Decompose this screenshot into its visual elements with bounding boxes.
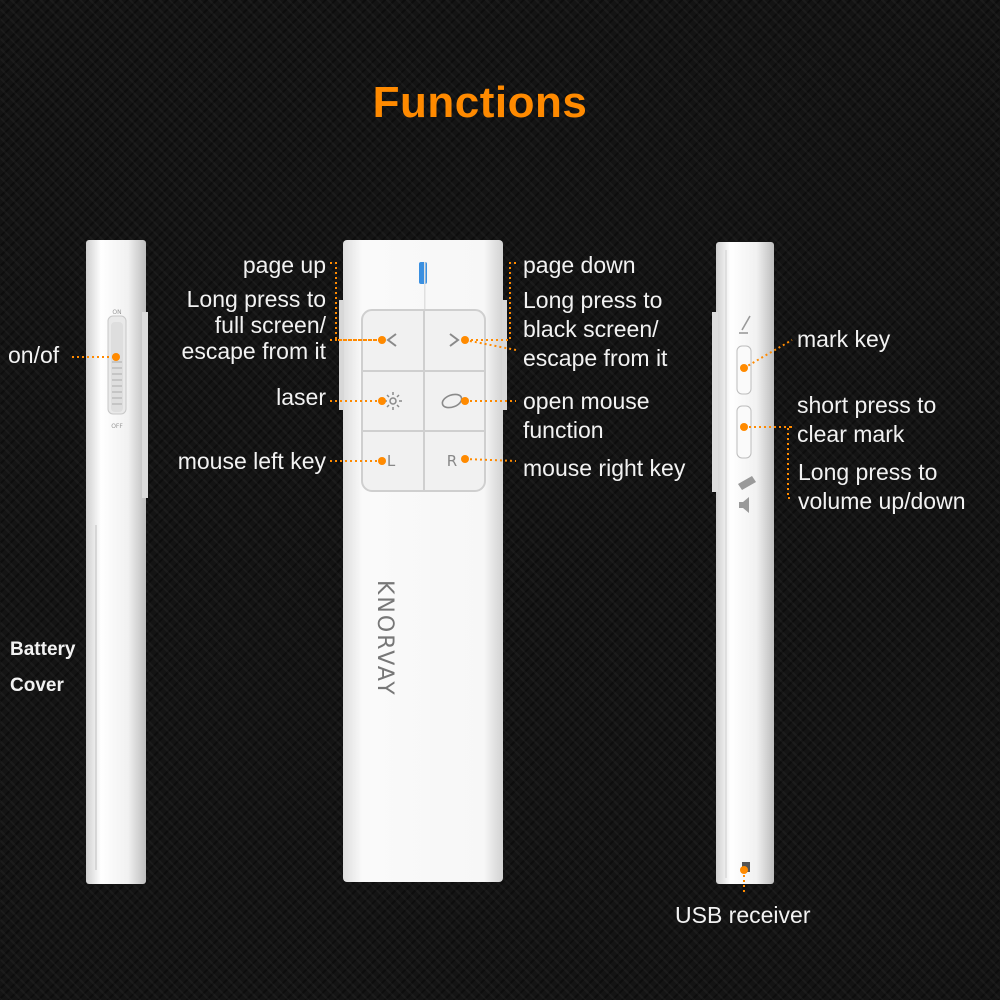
- label-battery-cover: Battery Cover: [10, 639, 76, 696]
- mouse-left-key-label: L: [387, 452, 396, 470]
- device-left-side: ON OFF: [86, 240, 148, 884]
- label-page-up: page up: [242, 252, 326, 278]
- page-up-button[interactable]: [386, 333, 397, 347]
- chevron-right-icon: [449, 333, 460, 347]
- label-page-down: page down: [523, 252, 636, 278]
- label-open-mouse: open mouse function: [523, 388, 650, 443]
- leader-lines: [72, 262, 793, 892]
- callout-dots: [112, 336, 748, 874]
- switch-off-label: OFF: [111, 423, 123, 430]
- label-clear-mark: short press to clear mark: [797, 392, 937, 447]
- pencil-icon: [739, 315, 751, 334]
- eraser-icon: [738, 476, 756, 490]
- brand-logo: KNORVAY: [372, 580, 397, 697]
- power-switch[interactable]: [111, 322, 123, 412]
- mouse-right-key-label: R: [447, 452, 457, 470]
- clear-volume-button[interactable]: [736, 405, 752, 459]
- page-title: Functions: [372, 78, 588, 127]
- label-full-screen: Long press to full screen/ escape from i…: [181, 286, 326, 364]
- label-on-off: on/of: [8, 342, 60, 368]
- label-black-screen: Long press to black screen/ escape from …: [523, 287, 668, 371]
- device-right-side: [712, 242, 774, 884]
- mouse-mode-button[interactable]: [441, 392, 464, 410]
- label-usb-receiver: USB receiver: [675, 902, 811, 928]
- switch-on-label: ON: [112, 309, 121, 316]
- mouse-right-button[interactable]: R: [447, 452, 457, 470]
- device-front: L R: [339, 240, 507, 882]
- status-led: [419, 262, 427, 284]
- mouse-icon: [441, 393, 463, 409]
- mouse-left-button[interactable]: L: [387, 452, 396, 470]
- label-mouse-left-key: mouse left key: [177, 448, 326, 474]
- volume-icon: [739, 497, 749, 513]
- label-laser: laser: [276, 384, 326, 410]
- label-volume: Long press to volume up/down: [798, 459, 966, 514]
- label-mark-key: mark key: [797, 326, 891, 352]
- label-mouse-right-key: mouse right key: [523, 455, 686, 481]
- page-down-button[interactable]: [449, 333, 460, 347]
- chevron-left-icon: [386, 333, 397, 347]
